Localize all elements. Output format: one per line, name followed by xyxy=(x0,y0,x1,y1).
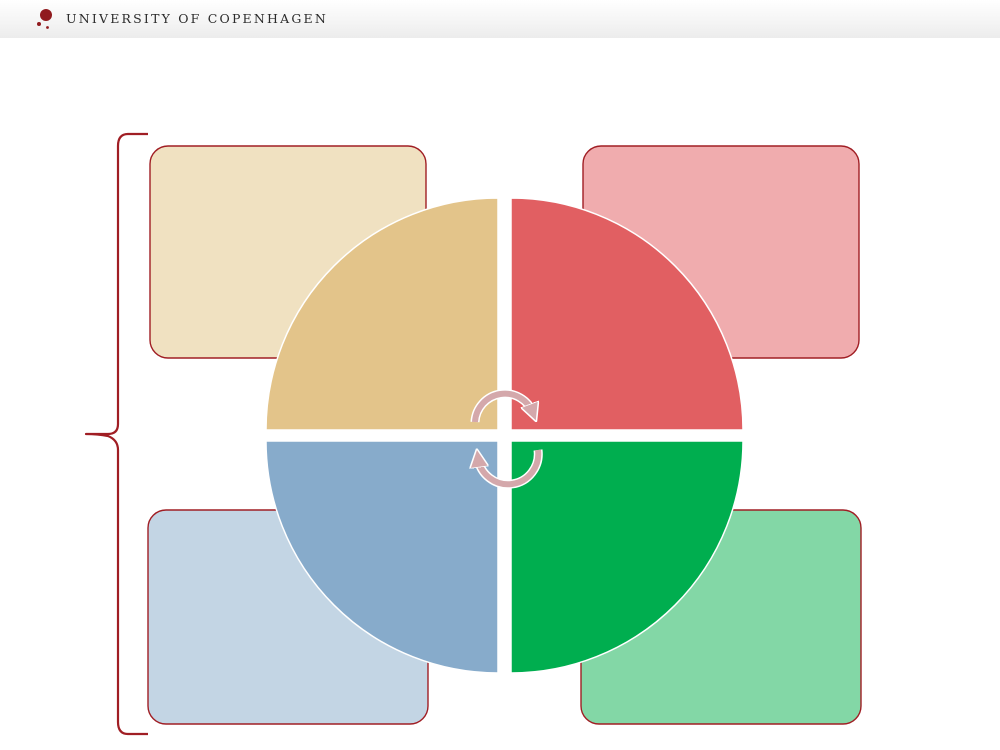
quadrant-bottom-left xyxy=(265,440,499,674)
university-logo-icon xyxy=(37,9,52,29)
cycle-arrows-icon xyxy=(472,389,543,489)
header-bar: UNIVERSITY OF COPENHAGEN xyxy=(0,0,1000,38)
quadrant-bottom-right xyxy=(510,440,744,674)
quadrant-top-right xyxy=(510,197,744,431)
quadrant-top-left xyxy=(265,197,499,431)
cycle-arrow-top xyxy=(472,390,533,422)
institution-name: UNIVERSITY OF COPENHAGEN xyxy=(66,11,328,26)
left-curly-bracket xyxy=(84,132,148,736)
cycle-arrow-bottom xyxy=(478,450,542,488)
